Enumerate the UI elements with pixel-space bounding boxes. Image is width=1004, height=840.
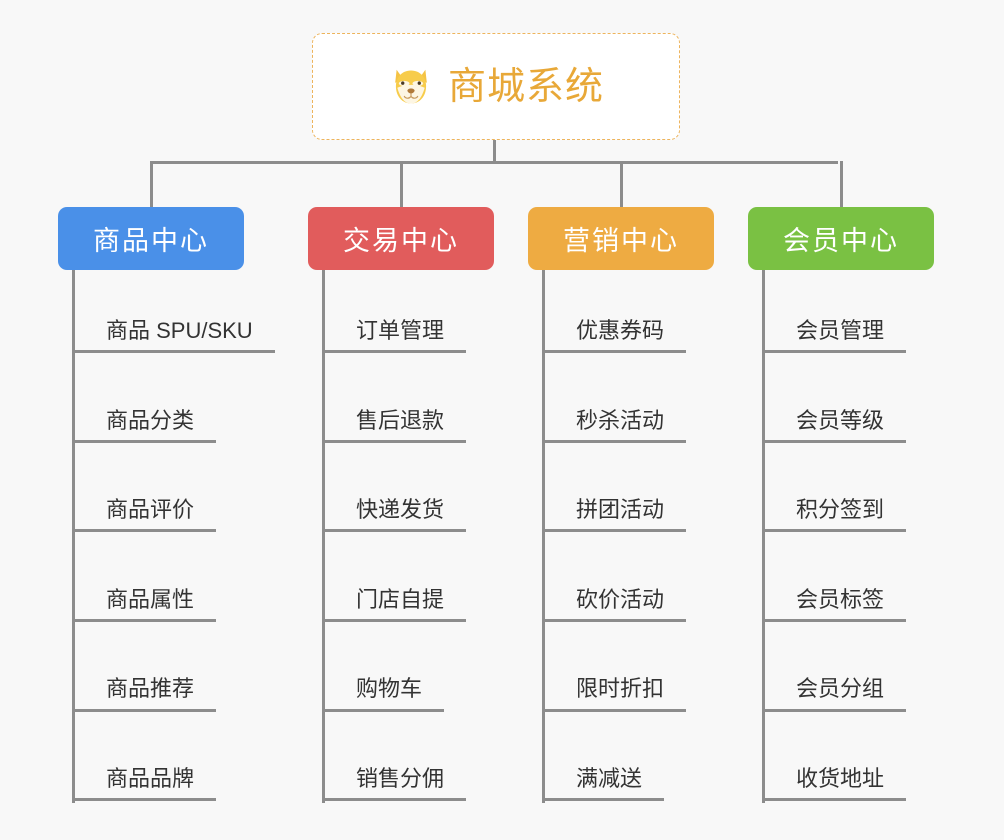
- leaf-item[interactable]: 商品属性: [72, 587, 217, 622]
- leaf-item[interactable]: 满减送: [542, 766, 665, 802]
- leaf-item[interactable]: 商品分类: [72, 408, 217, 443]
- branch-node-label: 营销中心: [563, 226, 679, 256]
- root-connector-stem: [493, 140, 496, 163]
- branch-node-1[interactable]: 商品中心: [58, 207, 244, 270]
- leaf-item[interactable]: 商品推荐: [72, 677, 217, 712]
- leaf-item[interactable]: 门店自提: [322, 587, 467, 622]
- leaf-item[interactable]: 砍价活动: [542, 587, 687, 622]
- branch-node-3[interactable]: 营销中心: [528, 207, 714, 270]
- leaf-item[interactable]: 会员标签: [762, 587, 907, 622]
- branch-node-label: 会员中心: [783, 226, 899, 256]
- branch-drop-connector: [150, 161, 153, 207]
- leaf-item[interactable]: 限时折扣: [542, 677, 687, 712]
- leaf-spine: [322, 270, 325, 803]
- leaf-spine: [542, 270, 545, 803]
- leaf-item[interactable]: 快递发货: [322, 498, 467, 533]
- branch-node-2[interactable]: 交易中心: [308, 207, 494, 270]
- branch-drop-connector: [840, 161, 843, 207]
- leaf-item[interactable]: 积分签到: [762, 498, 907, 533]
- branch-node-label: 交易中心: [343, 226, 459, 256]
- leaf-item[interactable]: 会员分组: [762, 677, 907, 712]
- leaf-item[interactable]: 购物车: [322, 677, 445, 712]
- branch-drop-connector: [400, 161, 403, 207]
- branch-node-4[interactable]: 会员中心: [748, 207, 934, 270]
- leaf-item[interactable]: 商品评价: [72, 498, 217, 533]
- dog-face-icon: [395, 69, 427, 104]
- leaf-item[interactable]: 优惠券码: [542, 318, 687, 354]
- leaf-item[interactable]: 商品品牌: [72, 766, 217, 802]
- leaf-spine: [762, 270, 765, 803]
- leaf-item[interactable]: 售后退款: [322, 408, 467, 443]
- leaf-item[interactable]: 秒杀活动: [542, 408, 687, 443]
- leaf-item[interactable]: 收货地址: [762, 766, 907, 802]
- leaf-item[interactable]: 会员管理: [762, 318, 907, 354]
- leaf-item[interactable]: 拼团活动: [542, 498, 687, 533]
- leaf-item[interactable]: 商品 SPU/SKU: [72, 318, 275, 354]
- leaf-item[interactable]: 销售分佣: [322, 766, 467, 802]
- branch-connector-bus: [150, 161, 838, 164]
- root-title: 商城系统: [447, 65, 604, 108]
- root-node[interactable]: 商城系统: [312, 33, 680, 140]
- branch-node-label: 商品中心: [93, 226, 209, 256]
- leaf-item[interactable]: 订单管理: [322, 318, 467, 354]
- branch-drop-connector: [620, 161, 623, 207]
- leaf-item[interactable]: 会员等级: [762, 408, 907, 443]
- leaf-spine: [72, 270, 75, 803]
